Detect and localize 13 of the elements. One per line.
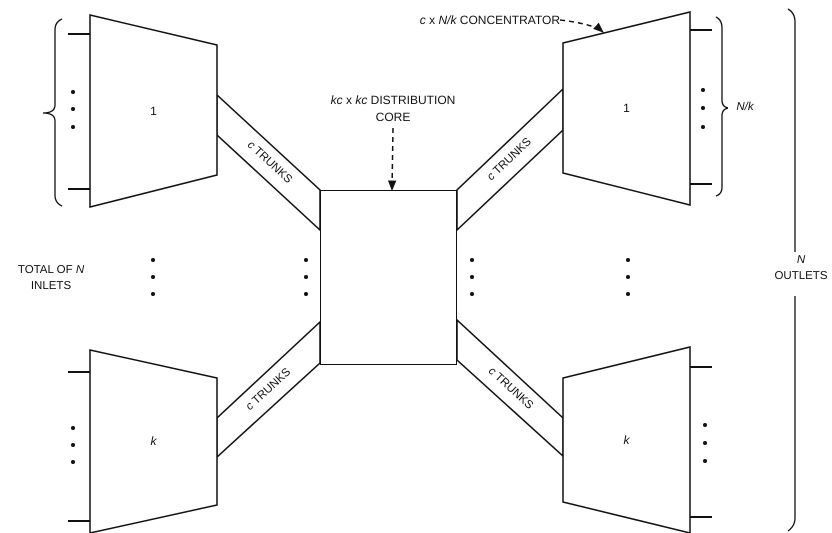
node-label: c x N/k CONCENTRATOR (420, 12, 560, 28)
trunk-band (456, 318, 564, 458)
leader-arrow (388, 128, 396, 192)
node-label: k (150, 433, 156, 450)
trunk-band (216, 93, 321, 232)
node-label: kc x kc DISTRIBUTION CORE (330, 92, 456, 126)
trunk-band (216, 320, 321, 459)
node-label: 1 (623, 100, 630, 117)
node-label: k (624, 432, 630, 448)
node-label: 1 (150, 102, 157, 120)
trunk-band (456, 87, 564, 232)
distribution-core-box (320, 190, 457, 365)
leader-arrow (560, 19, 604, 33)
